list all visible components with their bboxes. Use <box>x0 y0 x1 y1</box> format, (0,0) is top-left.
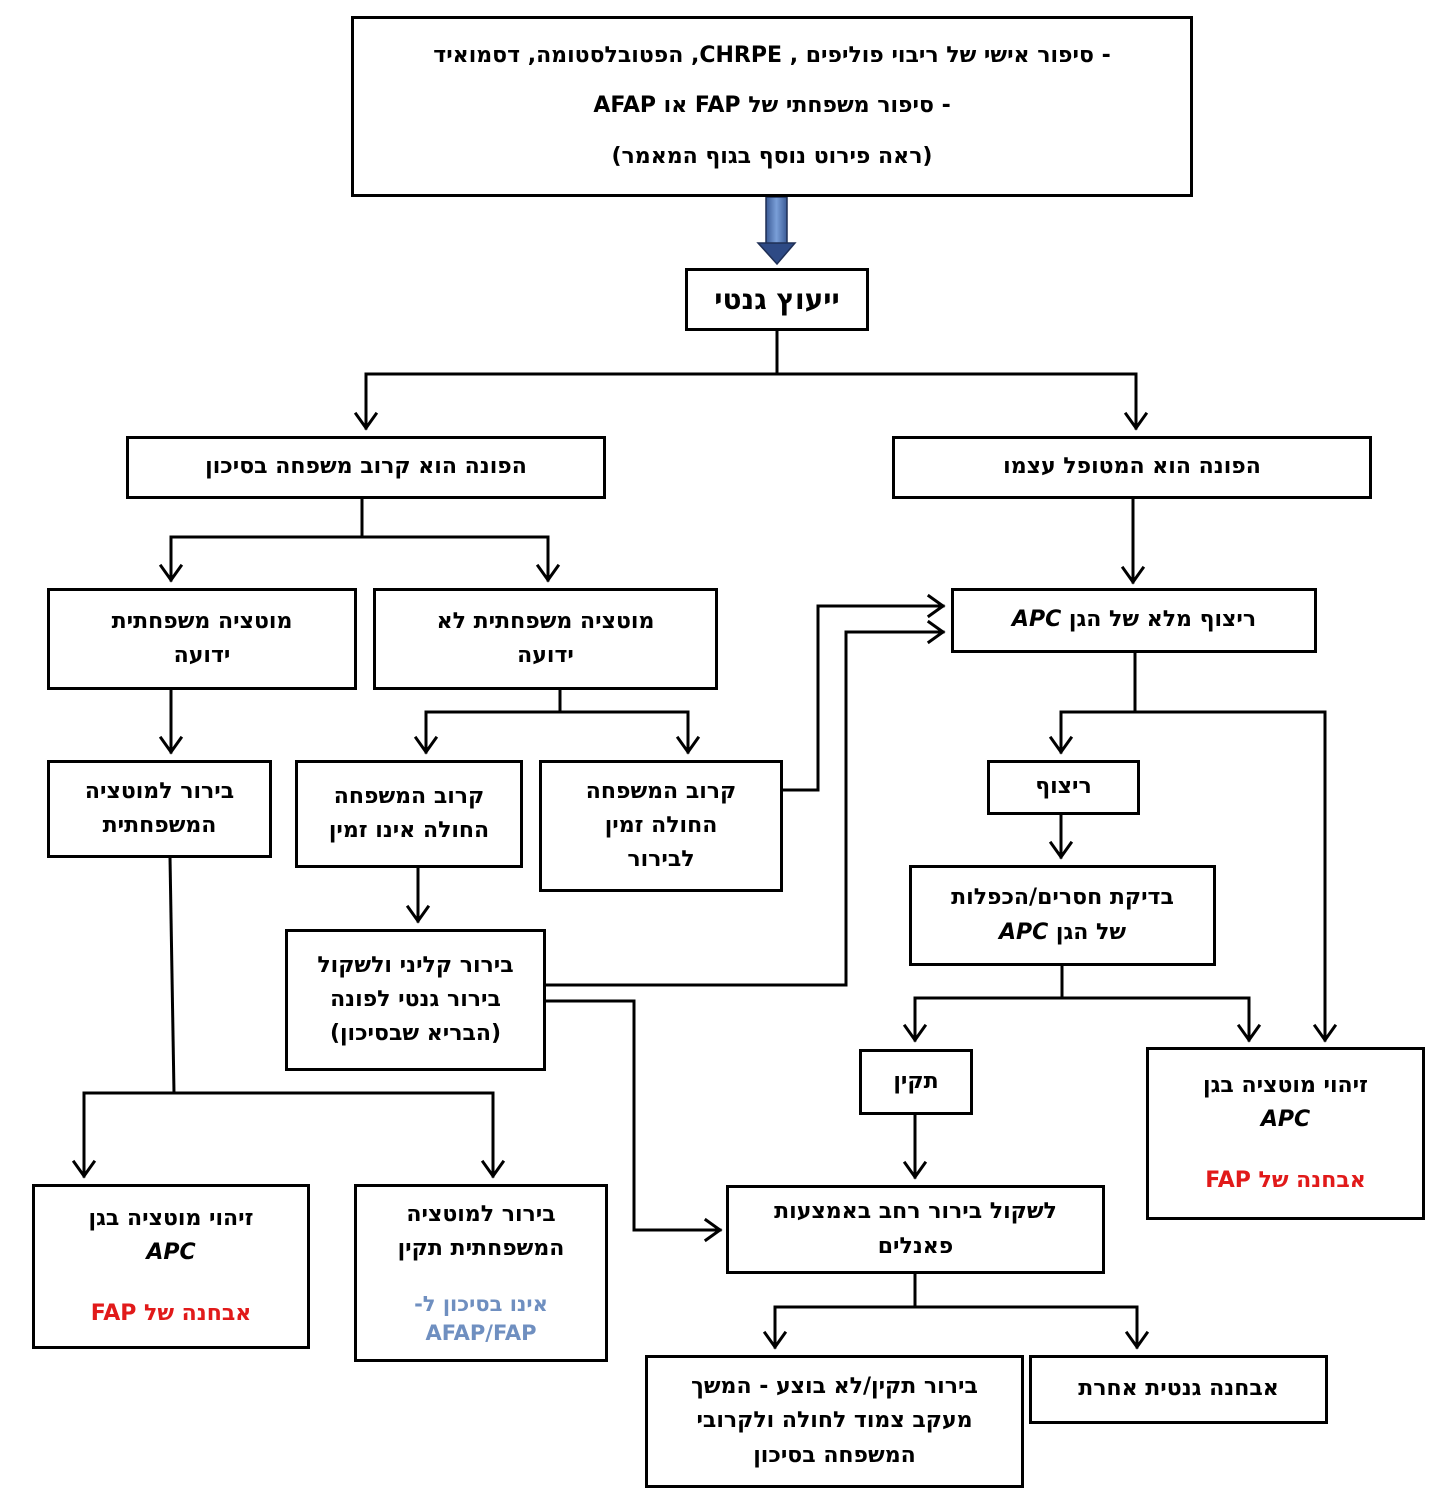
known-family-mutation-box: מוטציה משפחתית ידועה <box>47 588 357 690</box>
affected-available-line-1: קרוב המשפחה <box>585 778 737 804</box>
panel-line-1: לשקול בירור רחב באמצעות <box>774 1199 1057 1225</box>
other-dx-label: אבחנה גנטית אחרת <box>1078 1376 1279 1402</box>
relative-at-risk-box: הפונה הוא קרוב משפחה בסיכון <box>126 436 606 499</box>
test-family-mut-line-1: בירור למוטציה <box>84 778 235 804</box>
deletion-duplication-test-box: בדיקת חסרים/הכפלות של הגן APC <box>909 865 1216 966</box>
known-mutation-line-2: ידועה <box>173 643 231 668</box>
panel-testing-box: לשקול בירור רחב באמצעות פאנלים <box>726 1185 1105 1274</box>
not-at-risk-line-1: אינו בסיכון ל- <box>414 1291 548 1316</box>
full-seq-gene: APC <box>1011 607 1062 633</box>
followup-box: בירור תקין/לא בוצע - המשך מעקב צמוד לחול… <box>645 1355 1024 1488</box>
clinical-eval-line-2: בירור גנטי לפונה <box>330 986 501 1012</box>
dup-del-line-2: של הגן APC <box>999 916 1126 950</box>
patient-self-box: הפונה הוא המטופל עצמו <box>892 436 1372 499</box>
family-mut-normal-line-1: בירור למוטציה <box>406 1201 556 1227</box>
not-at-risk-line-2: AFAP/FAP <box>425 1321 537 1346</box>
full-seq-text: ריצוף מלא של הגן <box>1068 607 1257 633</box>
criteria-line-2: - סיפור משפחתי של FAP או AFAP <box>593 93 951 119</box>
unknown-family-mutation-box: מוטציה משפחתית לא ידועה <box>373 588 718 690</box>
not-at-risk-note: אינו בסיכון ל- AFAP/FAP <box>414 1290 548 1349</box>
affected-available-line-2: החולה זמין <box>604 812 718 838</box>
sequencing-box: ריצוף <box>987 760 1140 815</box>
patient-self-label: הפונה הוא המטופל עצמו <box>1003 454 1261 480</box>
relative-at-risk-label: הפונה הוא קרוב משפחה בסיכון <box>205 454 527 480</box>
dup-del-line-1: בדיקת חסרים/הכפלות <box>951 885 1174 911</box>
mut-found-right-gene: APC <box>1260 1107 1311 1133</box>
affected-available-line-3: לבירור <box>627 847 695 873</box>
known-mutation-line-1: מוטציה משפחתית <box>111 608 293 634</box>
criteria-line-1: - סיפור אישי של ריבוי פוליפים , CHRPE, ה… <box>433 43 1111 69</box>
mut-found-left-line-1: זיהוי מוטציה בגן <box>88 1206 254 1232</box>
unknown-mutation-line-2: ידועה <box>517 643 574 668</box>
big-down-arrow <box>756 196 797 266</box>
panel-line-2: פאנלים <box>877 1233 954 1259</box>
normal-result-box: תקין <box>859 1049 973 1115</box>
test-family-mut-line-2: המשפחתית <box>102 813 217 838</box>
fap-diagnosis-left: אבחנה של FAP <box>90 1300 252 1326</box>
clinical-eval-line-3: (הבריא שבסיכון) <box>329 1021 502 1047</box>
mut-found-left-gene: APC <box>146 1240 196 1266</box>
normal-result-label: תקין <box>893 1068 939 1094</box>
sequencing-label: ריצוף <box>1035 774 1092 800</box>
test-family-mutation-box: בירור למוטציה המשפחתית <box>47 760 272 858</box>
genetic-counseling-box: ייעוץ גנטי <box>685 268 869 331</box>
affected-relative-unavailable-box: קרוב המשפחה החולה אינו זמין <box>295 760 523 868</box>
full-apc-sequencing-box: ריצוף מלא של הגן APC <box>951 588 1317 653</box>
clinical-evaluation-box: בירור קליני ולשקול בירור גנטי לפונה (הבר… <box>285 929 546 1071</box>
full-seq-label: ריצוף מלא של הגן APC <box>1012 603 1256 637</box>
family-mutation-normal-box: בירור למוטציה המשפחתית תקין אינו בסיכון … <box>354 1184 608 1362</box>
affected-relative-available-box: קרוב המשפחה החולה זמין לבירור <box>539 760 783 892</box>
unknown-mutation-line-1: מוטציה משפחתית לא <box>436 608 655 634</box>
dup-del-gene: APC <box>998 919 1049 945</box>
family-mut-normal-line-2: המשפחתית תקין <box>397 1235 565 1261</box>
fap-diagnosis-right: אבחנה של FAP <box>1205 1167 1366 1193</box>
clinical-eval-line-1: בירור קליני ולשקול <box>317 952 514 978</box>
referral-criteria-box: - סיפור אישי של ריבוי פוליפים , CHRPE, ה… <box>351 16 1193 197</box>
followup-line-1: בירור תקין/לא בוצע - המשך <box>691 1374 978 1400</box>
affected-unavailable-line-1: קרוב המשפחה <box>333 783 485 809</box>
genetic-counseling-label: ייעוץ גנטי <box>714 282 840 316</box>
followup-line-3: המשפחה בסיכון <box>753 1442 916 1468</box>
dup-del-text: של הגן <box>1055 919 1127 945</box>
mutation-found-right-box: זיהוי מוטציה בגן APC אבחנה של FAP <box>1146 1047 1425 1220</box>
mut-found-right-line-1: זיהוי מוטציה בגן <box>1203 1073 1368 1099</box>
followup-line-2: מעקב צמוד לחולה ולקרובי <box>696 1408 973 1434</box>
affected-unavailable-line-2: החולה אינו זמין <box>328 818 490 843</box>
other-genetic-diagnosis-box: אבחנה גנטית אחרת <box>1029 1355 1328 1424</box>
mutation-found-left-box: זיהוי מוטציה בגן APC אבחנה של FAP <box>32 1184 310 1349</box>
criteria-line-3: (ראה פירוט נוסף בגוף המאמר) <box>611 143 933 169</box>
